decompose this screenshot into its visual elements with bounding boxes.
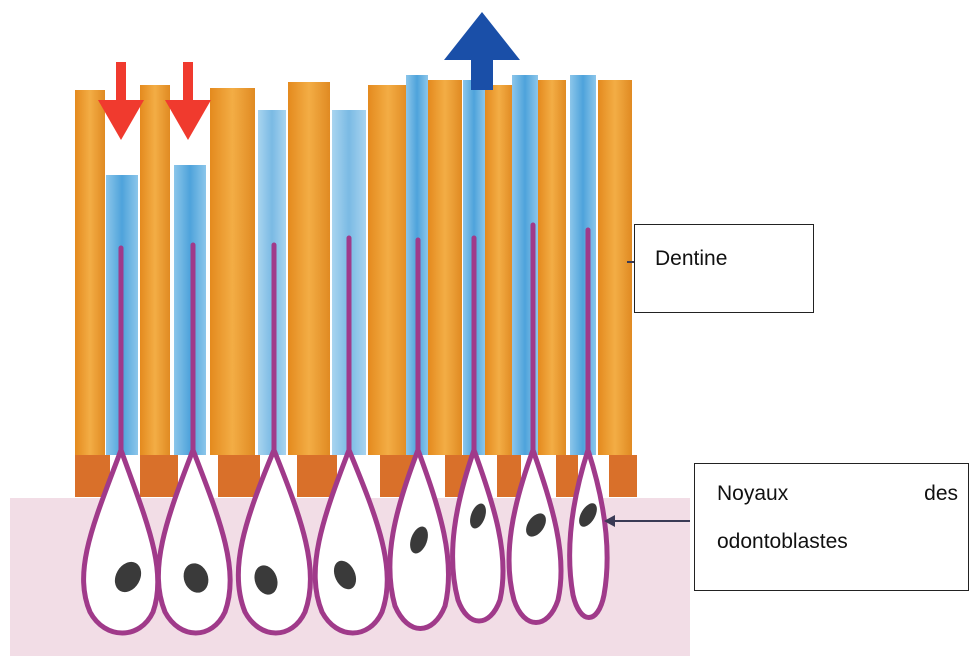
predentin-block <box>218 455 260 497</box>
tubule-fluid-column <box>174 165 206 455</box>
predentin-block <box>140 455 178 497</box>
dentin-column <box>75 90 105 455</box>
dentine-label: Dentine <box>655 247 727 270</box>
dentin-column <box>485 85 513 455</box>
nuclei-label-line2: odontoblastes <box>717 530 958 554</box>
nuclei-label-box: Noyaux des odontoblastes <box>694 463 969 591</box>
dentin-column <box>368 85 408 455</box>
predentin-block <box>609 455 637 497</box>
dentin-column <box>598 80 632 455</box>
predentin-block <box>297 455 337 497</box>
blue-up-arrow-icon <box>444 12 520 90</box>
tubule-fluid-column <box>570 75 596 455</box>
nuclei-label-line1: Noyaux des <box>717 482 958 506</box>
dentin-column <box>288 82 330 455</box>
dentin-column <box>428 80 462 455</box>
nuclei-label-word1: Noyaux <box>717 482 788 506</box>
dentin-column <box>210 88 255 455</box>
dentin-column <box>140 85 170 455</box>
dentin-column <box>538 80 566 455</box>
nuclei-label-word2: des <box>924 482 958 506</box>
dentine-label-box: Dentine <box>634 224 814 313</box>
